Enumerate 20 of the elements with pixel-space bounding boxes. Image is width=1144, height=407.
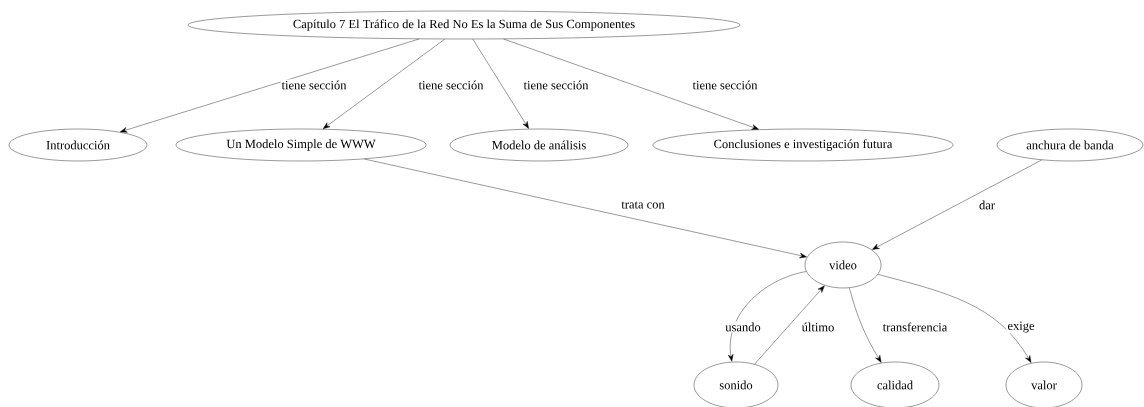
arrow xyxy=(364,158,807,259)
edge-label: trata con xyxy=(620,200,666,210)
arrow xyxy=(849,287,882,363)
edge-label: usando xyxy=(724,321,762,333)
edge-label: tiene sección xyxy=(280,79,348,91)
arrow xyxy=(322,38,445,129)
arrow xyxy=(727,271,807,362)
arrow xyxy=(120,38,420,133)
edge-label: tiene sección xyxy=(691,79,759,91)
arrow xyxy=(877,274,1032,363)
edge-label: último xyxy=(800,321,836,333)
arrow xyxy=(754,285,825,365)
arrow xyxy=(472,39,529,129)
edge-label: tiene sección xyxy=(522,79,590,91)
edge-label: exige xyxy=(1006,320,1036,334)
arrow xyxy=(503,38,759,130)
edge-label: dar xyxy=(978,199,996,211)
edge-label: transferencia xyxy=(881,321,949,333)
edge-label: tiene sección xyxy=(417,79,485,91)
arrow xyxy=(872,159,1042,250)
